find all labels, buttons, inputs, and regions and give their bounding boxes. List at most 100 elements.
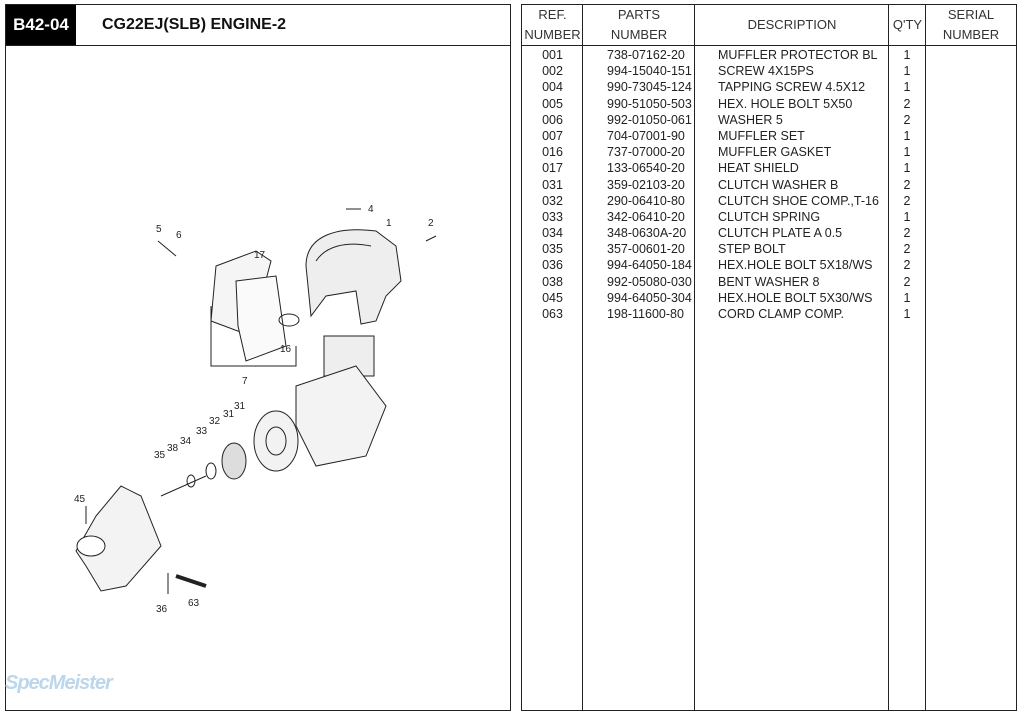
part-number: 357-00601-20 (607, 242, 685, 257)
ref-number: 032 (542, 193, 563, 208)
part-number: 994-64050-184 (607, 258, 692, 273)
quantity: 1 (903, 307, 911, 321)
header-ref-line2: NUMBER (524, 27, 581, 42)
ref-number: 016 (542, 145, 563, 160)
description: WASHER 5 (718, 112, 783, 127)
quantity: 2 (903, 258, 911, 273)
ref-number: 005 (542, 96, 563, 111)
ref-number: 063 (542, 307, 563, 321)
col-divider (522, 5, 926, 710)
callout-17: 17 (254, 250, 266, 261)
callout-6: 6 (176, 230, 182, 241)
header-parts-line1: PARTS (617, 7, 661, 22)
ref-number: 034 (542, 226, 563, 241)
part-number: 133-06540-20 (607, 161, 685, 176)
ref-number: 036 (542, 258, 563, 273)
quantity: 2 (903, 226, 911, 241)
quantity: 1 (903, 209, 911, 224)
section-code: B42-04 (6, 5, 76, 45)
ref-number: 038 (542, 274, 563, 289)
part-number: 994-64050-304 (607, 290, 692, 305)
quantity: 2 (903, 112, 911, 127)
page-title: CG22EJ(SLB) ENGINE-2 (102, 16, 287, 33)
callout-32: 32 (209, 416, 221, 427)
callout-4: 4 (368, 204, 374, 215)
ref-number: 045 (542, 290, 563, 305)
col-divider (522, 5, 695, 710)
ref-number: 006 (542, 112, 563, 127)
ref-number: 007 (542, 128, 563, 143)
callout-31a: 31 (234, 401, 246, 412)
quantity: 1 (903, 80, 911, 95)
header-parts: PARTS NUMBER (583, 5, 695, 46)
callout-63: 63 (188, 598, 200, 609)
callout-7: 7 (242, 376, 248, 387)
part-number: 992-01050-061 (607, 112, 692, 127)
quantity: 2 (903, 242, 911, 257)
description: MUFFLER PROTECTOR BL (718, 48, 878, 62)
quantity: 1 (903, 290, 911, 305)
description: MUFFLER GASKET (718, 145, 832, 160)
description: SCREW 4X15PS (718, 64, 814, 79)
ref-number: 002 (542, 64, 563, 79)
quantity: 2 (903, 193, 911, 208)
header-serial-line2: NUMBER (942, 27, 1000, 42)
table-row: 032 290-06410-80 CLUTCH SHOE COMP.,T-16 2 (522, 193, 1016, 209)
header-serial-line1: SERIAL (947, 7, 995, 22)
quantity: 2 (903, 274, 911, 289)
description: TAPPING SCREW 4.5X12 (718, 80, 866, 95)
part-number: 738-07162-20 (607, 48, 685, 62)
table-row: 007 704-07001-90 MUFFLER SET 1 (522, 128, 1016, 144)
description: CLUTCH SPRING (718, 209, 821, 224)
header-serial: SERIAL NUMBER (926, 5, 1016, 46)
quantity: 1 (903, 48, 911, 62)
description: HEX.HOLE BOLT 5X18/WS (718, 258, 873, 273)
quantity: 1 (903, 145, 911, 160)
ref-number: 031 (542, 177, 563, 192)
part-number: 290-06410-80 (607, 193, 685, 208)
table-row: 036 994-64050-184 HEX.HOLE BOLT 5X18/WS 2 (522, 257, 1016, 273)
header-description: DESCRIPTION (695, 5, 889, 46)
ref-number: 017 (542, 161, 563, 176)
description: CLUTCH SHOE COMP.,T-16 (718, 193, 879, 208)
part-number: 342-06410-20 (607, 209, 685, 224)
callout-31b: 31 (223, 409, 235, 420)
callout-35: 35 (154, 450, 166, 461)
part-number: 992-05080-030 (607, 274, 692, 289)
callout-38: 38 (167, 443, 179, 454)
part-number: 994-15040-151 (607, 64, 692, 79)
part-number: 198-11600-80 (607, 307, 684, 321)
description: MUFFLER SET (718, 128, 805, 143)
header-ref-line1: REF. (538, 7, 567, 22)
header-parts-line2: NUMBER (610, 27, 668, 42)
diagram-header: B42-04 CG22EJ(SLB) ENGINE-2 (6, 5, 510, 46)
header-qty: Q'TY (889, 5, 926, 46)
quantity: 1 (903, 128, 911, 143)
callout-36: 36 (156, 604, 168, 615)
callout-34: 34 (180, 436, 192, 447)
callout-1: 1 (386, 218, 392, 229)
watermark-logo: SpecMeister (5, 672, 113, 694)
description: CLUTCH PLATE A 0.5 (718, 226, 843, 241)
quantity: 1 (903, 161, 911, 176)
col-divider (522, 5, 583, 710)
quantity: 2 (903, 177, 911, 192)
part-number: 704-07001-90 (607, 128, 685, 143)
callout-33: 33 (196, 426, 208, 437)
exploded-parts-diagram: 1 2 4 5 6 17 16 7 31 31 32 33 34 38 35 4… (74, 204, 437, 615)
ref-number: 004 (542, 80, 563, 95)
part-number: 990-51050-503 (607, 96, 692, 111)
